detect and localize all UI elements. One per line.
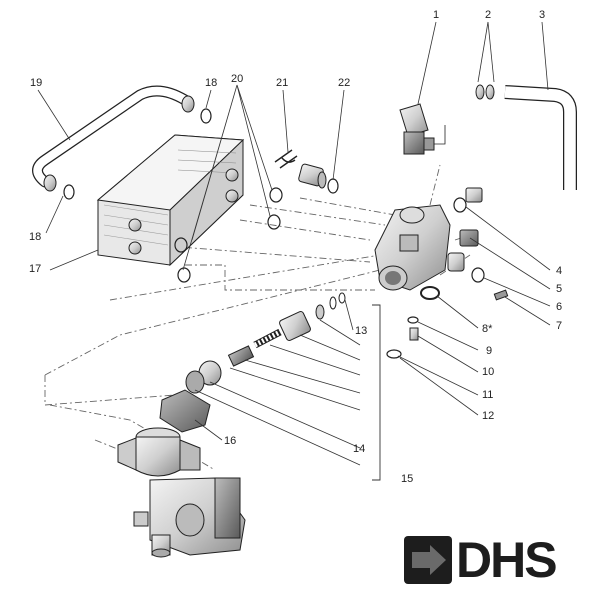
plug-4	[465, 187, 483, 203]
callout-8: 8*	[482, 323, 493, 335]
seal-ring-8	[420, 286, 440, 300]
plate-heat-exchanger	[96, 134, 245, 267]
callout-15: 15	[401, 473, 413, 485]
brand-logo-text: DHS	[456, 532, 558, 588]
fitting-5	[459, 229, 479, 247]
callout-11: 11	[482, 389, 493, 401]
callout-labels: 1 2 3 19 18 20 21 22 18 17 4 5 6 7 8* 9 …	[29, 9, 562, 485]
bent-pipe	[504, 85, 577, 190]
fitting-6	[447, 252, 465, 272]
diverter-valve-body	[117, 427, 246, 558]
callout-18b: 18	[29, 231, 41, 243]
screw-7	[493, 289, 509, 301]
callout-1: 1	[433, 9, 439, 21]
screw-10	[409, 327, 419, 341]
group-bracket-15	[372, 304, 381, 481]
seal-ring-6	[471, 267, 485, 283]
callout-12: 12	[482, 410, 494, 422]
callout-10: 10	[482, 366, 494, 378]
seal-pair	[475, 84, 495, 100]
callout-17: 17	[29, 263, 41, 275]
callout-6: 6	[556, 301, 562, 313]
alignment-lines	[44, 164, 471, 471]
retaining-clip	[274, 149, 298, 169]
seal-ring-18b	[200, 108, 212, 124]
flow-sensor	[399, 103, 446, 155]
seal-ring-4	[453, 197, 467, 213]
callout-16: 16	[224, 435, 236, 447]
seal-ring-12	[386, 349, 402, 359]
callout-7: 7	[556, 320, 562, 332]
callout-19: 19	[30, 77, 42, 89]
seal-ring-20a	[269, 187, 283, 203]
seal-ring-22	[327, 178, 339, 194]
callout-13: 13	[355, 325, 367, 337]
leader-lines	[37, 21, 551, 466]
washer-9	[407, 316, 419, 324]
callout-22: 22	[338, 77, 350, 89]
callout-18a: 18	[205, 77, 217, 89]
callout-9: 9	[486, 345, 492, 357]
callout-2: 2	[485, 9, 491, 21]
seal-ring-20d	[177, 267, 191, 283]
callout-3: 3	[539, 9, 545, 21]
seal-ring-20b	[267, 214, 281, 230]
callout-14: 14	[353, 443, 365, 455]
callout-21: 21	[276, 77, 288, 89]
brand-logo	[404, 536, 590, 584]
valve-manifold	[374, 204, 451, 291]
pipe-connector	[298, 163, 327, 189]
callout-5: 5	[556, 283, 562, 295]
callout-20: 20	[231, 73, 243, 85]
seal-ring-18a	[63, 184, 75, 200]
callout-4: 4	[556, 265, 562, 277]
seal-ring-20c	[174, 237, 188, 253]
bypass-pipe	[32, 85, 195, 192]
cartridge-assembly	[185, 292, 346, 394]
